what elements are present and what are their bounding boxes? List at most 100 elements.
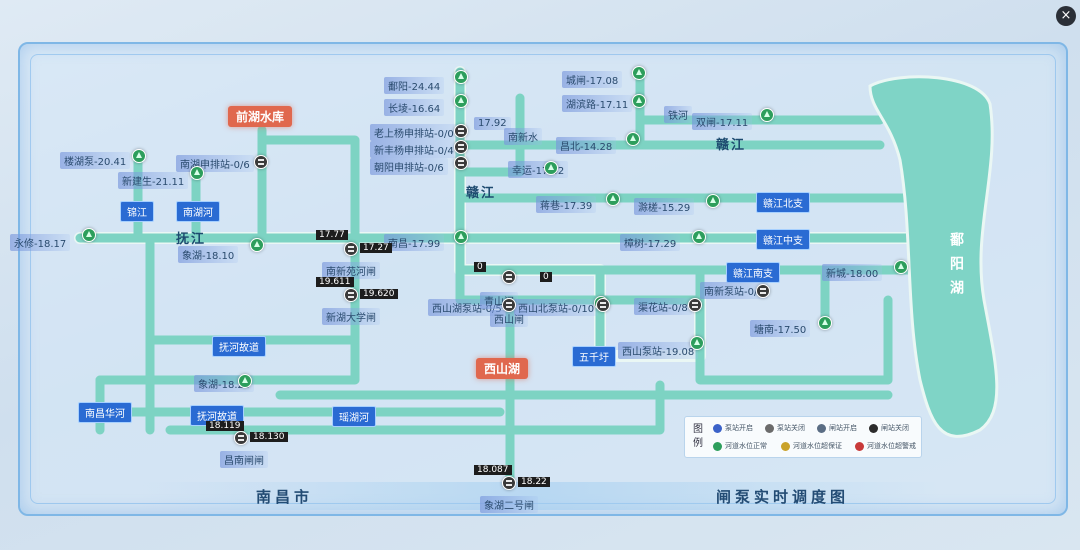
chip-fuhe-old-2[interactable]: 抚河故道 <box>190 405 244 426</box>
station-label: 南湖申排站-0/6 <box>176 155 254 172</box>
lake-label-poyang: 鄱阳湖 <box>948 232 964 304</box>
pump-station-louhu[interactable] <box>132 149 146 163</box>
legend-title: 图例 <box>693 424 703 449</box>
footer-city: 南昌市 <box>256 488 314 506</box>
station-label: 象湖二号闸 <box>480 496 538 513</box>
station-label: 南昌-17.99 <box>384 234 445 251</box>
gate-nanhu[interactable] <box>254 155 268 169</box>
chip-jinjiang[interactable]: 锦江 <box>120 201 154 222</box>
river-xiangnan <box>95 233 360 385</box>
chip-ganjiang-south[interactable]: 赣江南支 <box>726 262 780 283</box>
station-label: 象湖-18.10 <box>178 246 239 263</box>
chip-wuqian[interactable]: 五千圩 <box>572 346 616 367</box>
station-label: 新城-18.00 <box>822 264 883 281</box>
gauge-tag: 19.620 <box>360 289 398 299</box>
gauge-tag: 19.611 <box>316 277 354 287</box>
gate-xinfeng[interactable] <box>454 140 468 154</box>
pump-station-xishan[interactable] <box>690 336 704 350</box>
legend-swatch <box>713 423 722 433</box>
station-label: 南新苑河闸 <box>322 262 380 279</box>
station-label: 新丰杨申排站-0/4 <box>370 141 458 158</box>
pump-station-shuangzha[interactable] <box>760 108 774 122</box>
pump-station-xingyun[interactable] <box>544 161 558 175</box>
gate-xinhu-daxue[interactable] <box>344 288 358 302</box>
legend-swatch <box>765 423 774 433</box>
chip-fuhe-old-1[interactable]: 抚河故道 <box>212 336 266 357</box>
gauge-tag: 18.130 <box>250 432 288 442</box>
gate-changnan[interactable] <box>234 431 248 445</box>
legend-swatch <box>817 423 826 433</box>
gate-laoshangyang[interactable] <box>454 124 468 138</box>
gauge-tag: 17.27 <box>360 243 392 253</box>
chip-nanhu-river[interactable]: 南湖河 <box>176 201 220 222</box>
gauge-tag: 0 <box>474 262 486 272</box>
pump-station-yongxiu[interactable] <box>82 228 96 242</box>
river-lianxi <box>165 380 665 435</box>
pump-station-zhangshu[interactable] <box>692 230 706 244</box>
station-label: 西山泵站-19.08 <box>618 342 699 359</box>
gate-nanxin-yuan[interactable] <box>344 242 358 256</box>
pump-station-xianghu[interactable] <box>250 238 264 252</box>
footer-title: 闸泵实时调度图 <box>716 488 850 506</box>
pump-station-jiangxiang[interactable] <box>606 192 620 206</box>
chip-yaohu-river[interactable]: 瑶湖河 <box>332 406 376 427</box>
legend-item-gate-open: 闸站开启 <box>817 423 857 433</box>
gate-xianghu-2[interactable] <box>502 476 516 490</box>
pump-station-xincheng[interactable] <box>894 260 908 274</box>
river-name-gan-jiang: 赣江 <box>716 138 747 153</box>
legend-item-level-warning: 河道水位超警戒 <box>855 441 916 451</box>
gate-xishan-lake[interactable] <box>502 298 516 312</box>
gate-quhua[interactable] <box>688 298 702 312</box>
gauge-tag: 18.22 <box>518 477 550 487</box>
station-label: 昌南闸闸 <box>220 451 268 468</box>
pump-station-changleng[interactable] <box>454 94 468 108</box>
pump-station-xinjian[interactable] <box>190 166 204 180</box>
station-label: 塘南-17.50 <box>750 320 811 337</box>
river-name-gan-jiang-mid: 赣江 <box>466 186 497 201</box>
poyang-lake <box>868 75 999 438</box>
legend-swatch <box>713 441 722 451</box>
station-label: 西山闸 <box>490 310 528 327</box>
pump-station-hubin[interactable] <box>632 94 646 108</box>
pump-station-xianghu-south[interactable] <box>238 374 252 388</box>
station-label: 永修-18.17 <box>10 234 71 251</box>
pump-station-chengzha[interactable] <box>632 66 646 80</box>
station-label: 老上杨申排站-0/0 <box>370 124 458 141</box>
station-label: 南新水 <box>504 128 542 145</box>
river-tangnan <box>695 265 893 385</box>
pump-station-chucha[interactable] <box>706 194 720 208</box>
river-qianhu-loop <box>257 135 360 243</box>
legend-swatch <box>855 441 864 451</box>
station-label: 17.92 <box>474 117 511 130</box>
gauge-tag: 0 <box>540 272 552 282</box>
chip-ganjiang-north[interactable]: 赣江北支 <box>756 192 810 213</box>
gate-chaoyang[interactable] <box>454 156 468 170</box>
poi-qianhu-reservoir[interactable]: 前湖水库 <box>228 106 293 127</box>
legend-panel: 图例 泵站开启 泵站关闭 闸站开启 闸站关闭 河道水位正常 河道水位超保证 河道… <box>684 416 922 458</box>
legend-swatch <box>869 423 878 433</box>
river-name-fu-jiang: 抚江 <box>176 232 207 247</box>
close-button[interactable]: × <box>1056 6 1076 26</box>
gate-nanxin-pump[interactable] <box>756 284 770 298</box>
chip-nanchang-huahe[interactable]: 南昌华河 <box>78 402 132 423</box>
poi-xishan-lake[interactable]: 西山湖 <box>476 358 529 379</box>
station-label: 滁槎-15.29 <box>634 198 695 215</box>
station-label: 新湖大学闸 <box>322 308 380 325</box>
station-label: 鄱阳-24.44 <box>384 77 445 94</box>
station-label: 长堎-16.64 <box>384 99 445 116</box>
station-label: 南新泵站-0/4 <box>700 282 768 299</box>
station-label: 双闸-17.11 <box>692 113 753 130</box>
pump-station-tangnan[interactable] <box>818 316 832 330</box>
legend-item-pump-open: 泵站开启 <box>713 423 753 433</box>
gauge-tag: 17.77 <box>316 230 348 240</box>
chip-ganjiang-mid[interactable]: 赣江中支 <box>756 229 810 250</box>
station-label: 昌北-14.28 <box>556 137 617 154</box>
gate-xishan-north[interactable] <box>596 298 610 312</box>
pump-station-poyang[interactable] <box>454 70 468 84</box>
gate-qingshan[interactable] <box>502 270 516 284</box>
station-label: 新建生-21.11 <box>118 172 189 189</box>
station-label: 铁河 <box>664 106 692 123</box>
pump-station-nanchang[interactable] <box>454 230 468 244</box>
station-label: 蒋巷-17.39 <box>536 196 597 213</box>
pump-station-changbei[interactable] <box>626 132 640 146</box>
